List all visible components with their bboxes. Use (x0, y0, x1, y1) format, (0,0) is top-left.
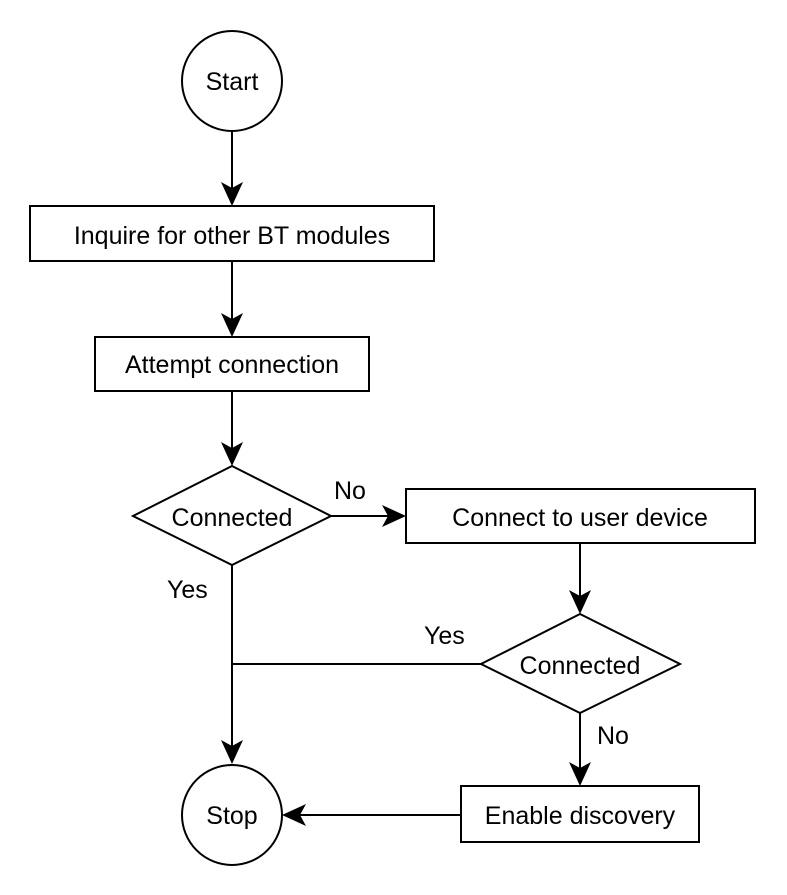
node-connected2-label: Connected (520, 652, 641, 680)
node-start: Start (181, 30, 283, 132)
arrowhead (569, 762, 591, 786)
arrowhead (282, 804, 306, 826)
node-connected1: Connected (130, 464, 334, 567)
edge-label-connected2-yes: Yes (424, 622, 465, 650)
node-connected2: Connected (478, 612, 683, 715)
node-start-label: Start (206, 68, 259, 96)
arrowhead (221, 313, 243, 337)
node-attempt-label: Attempt connection (125, 351, 339, 379)
arrowhead (382, 505, 406, 527)
node-connected1-label: Connected (172, 504, 293, 532)
node-inquire: Inquire for other BT modules (29, 205, 435, 262)
edge-label-connected1-yes: Yes (167, 576, 208, 604)
node-enable-discovery: Enable discovery (460, 785, 700, 843)
arrowhead (221, 740, 243, 764)
node-enable-discovery-label: Enable discovery (485, 802, 676, 830)
node-inquire-label: Inquire for other BT modules (74, 222, 390, 250)
arrowhead (221, 442, 243, 466)
edge-label-connected2-no: No (597, 722, 629, 750)
edge-label-connected1-no: No (334, 477, 366, 505)
arrowhead (569, 590, 591, 614)
node-attempt: Attempt connection (94, 336, 370, 392)
node-connect-user: Connect to user device (405, 488, 756, 544)
arrowhead (221, 182, 243, 206)
edges (221, 131, 591, 826)
node-stop: Stop (181, 764, 283, 866)
node-connect-user-label: Connect to user device (452, 504, 708, 532)
node-stop-label: Stop (206, 802, 257, 830)
